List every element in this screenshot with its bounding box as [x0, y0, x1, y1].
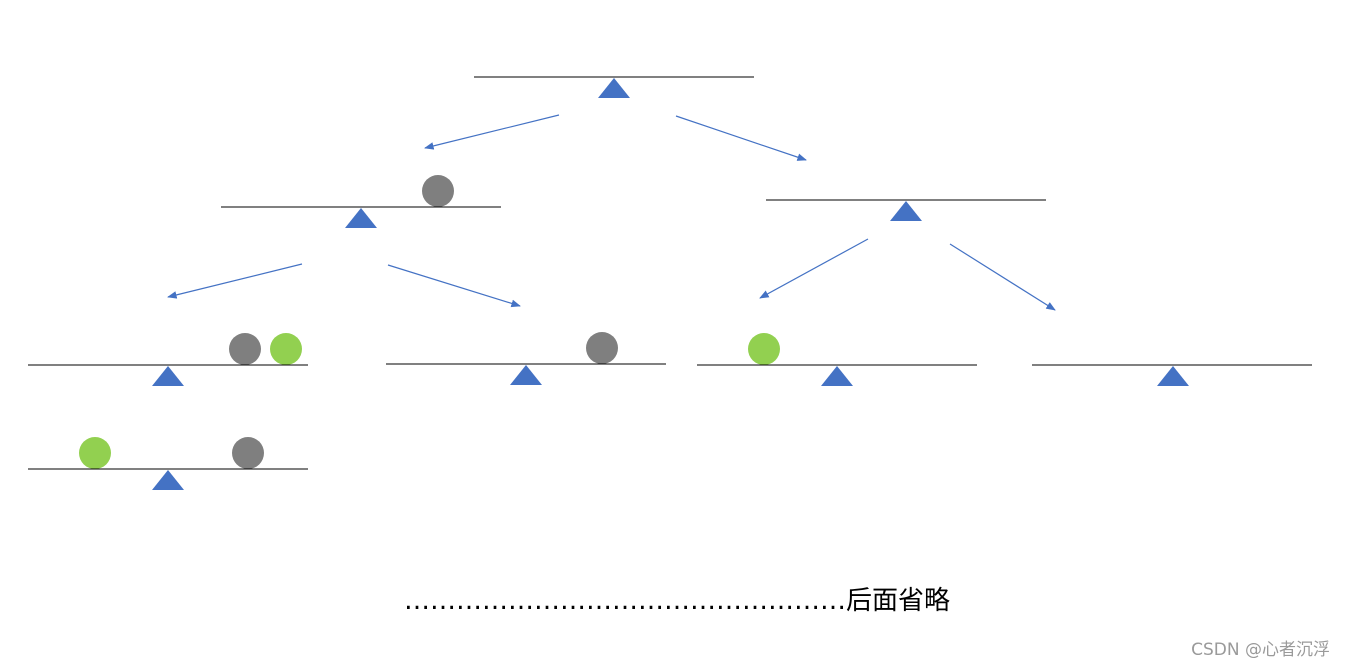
- green-ball: [79, 437, 111, 469]
- fulcrum-triangle: [152, 470, 184, 490]
- balance-level1-left: [221, 175, 501, 228]
- balance-root: [474, 76, 754, 98]
- green-ball: [748, 333, 780, 365]
- gray-ball: [586, 332, 618, 364]
- gray-ball: [232, 437, 264, 469]
- balance-level3-a: [28, 437, 308, 490]
- balance-level2-a: [28, 333, 308, 386]
- green-ball: [270, 333, 302, 365]
- balance-level1-right: [766, 199, 1046, 221]
- watermark: CSDN @心者沉浮: [1191, 640, 1330, 660]
- arrow-root-to-level1-left: [424, 114, 560, 150]
- fulcrum-triangle: [1157, 366, 1189, 386]
- gray-ball: [422, 175, 454, 207]
- arrow-level1-right-to-level2-d: [949, 243, 1056, 311]
- caption-dots: ……………………………………………: [404, 586, 846, 616]
- arrow-level1-right-to-level2-c: [759, 238, 869, 299]
- caption-text: 后面省略: [846, 586, 951, 616]
- arrow-level1-left-to-level2-b: [387, 264, 521, 308]
- fulcrum-triangle: [890, 201, 922, 221]
- arrow-level1-left-to-level2-a: [167, 263, 303, 299]
- balance-level2-c: [697, 333, 977, 386]
- fulcrum-triangle: [152, 366, 184, 386]
- fulcrum-triangle: [598, 78, 630, 98]
- arrow-root-to-level1-right: [675, 115, 807, 161]
- balance-level2-d: [1032, 364, 1312, 386]
- fulcrum-triangle: [821, 366, 853, 386]
- fulcrum-triangle: [345, 208, 377, 228]
- caption: ……………………………………………后面省略: [404, 584, 950, 618]
- balance-level2-b: [386, 332, 666, 385]
- gray-ball: [229, 333, 261, 365]
- fulcrum-triangle: [510, 365, 542, 385]
